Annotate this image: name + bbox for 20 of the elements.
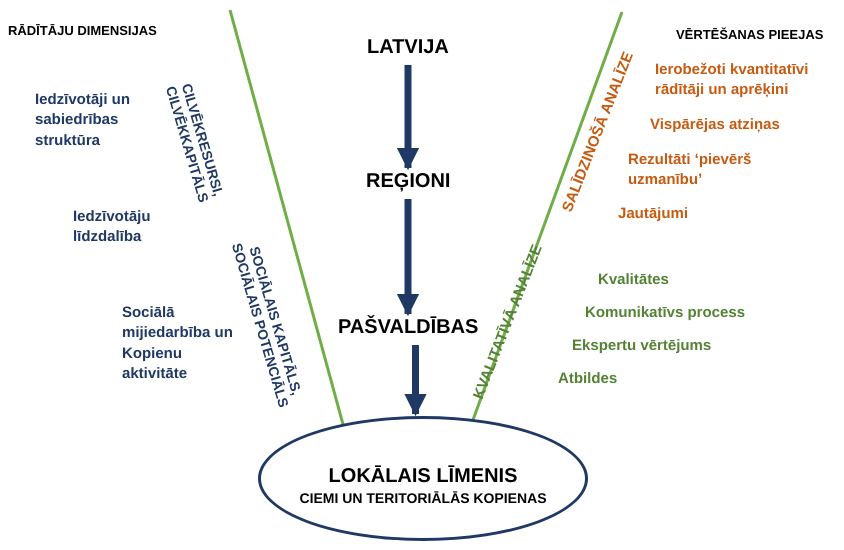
approach-item: Atbildes [558,369,618,389]
approach-item: Jautājumi [618,204,688,224]
level-subtitle: CIEMI UN TERITORIĀLĀS KOPIENAS [299,490,547,506]
arrow [396,199,420,316]
dimension-item: Iedzīvotāji un sabiedrības struktūra [35,90,132,150]
column-heading: VĒRTĒŠANAS PIEEJAS [676,26,824,44]
approach-item: Ierobežoti kvantitatīvi rādītāji un aprēķini [655,60,810,100]
approach-item: Rezultāti ‘pievērš uzmanību’ [628,150,752,190]
dimension-item: Iedzīvotāju līdzdalība [73,207,152,248]
approach-item: Komunikatīvs process [585,303,746,323]
approach-item: Vispārējas atziņas [650,115,780,135]
dimension-item: Sociālā mijiedarbība un Kopienu aktivitāte [122,304,233,384]
level-title: LOKĀLAIS LĪMENIS [328,465,518,488]
approach-item: Ekspertu vērtējums [572,336,712,356]
level-label: LATVIJA [367,36,449,59]
approach-item: Kvalitātes [598,270,669,290]
arrow [404,345,427,416]
column-heading: RĀDĪTĀJU DIMENSIJAS [8,22,157,40]
arrow [396,65,420,170]
level-label: REĢIONI [366,170,450,193]
